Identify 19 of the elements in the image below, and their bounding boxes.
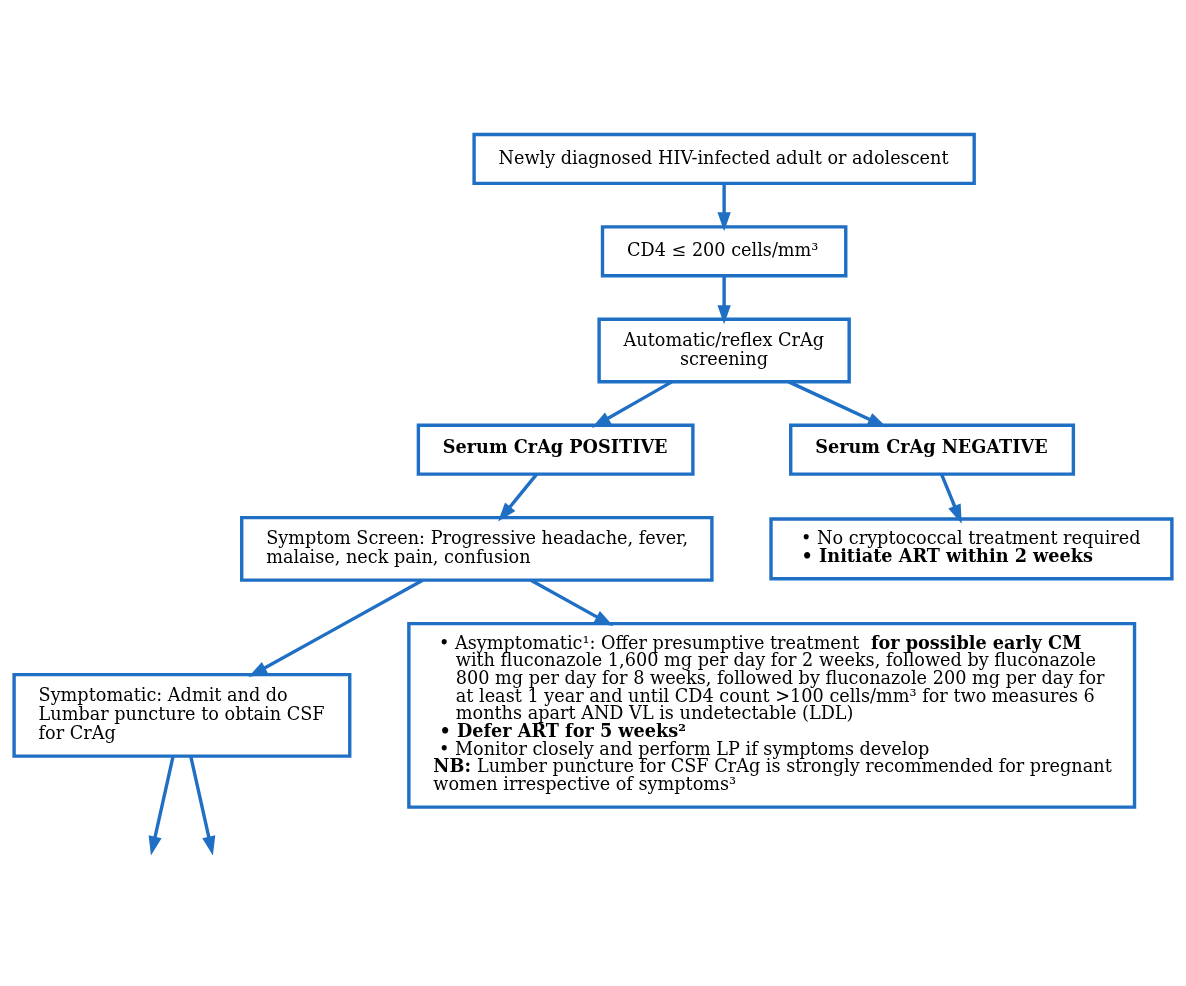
arrow xyxy=(717,276,731,325)
arrow xyxy=(189,755,216,856)
node-box: Symptom Screen: Progressive headache, fever, malaise, neck pain, confusion xyxy=(240,515,714,582)
node-box: Serum CrAg POSITIVE xyxy=(416,423,695,476)
arrow xyxy=(530,578,614,627)
node-box: Automatic/reflex CrAg screening xyxy=(597,317,851,384)
node-box: Serum CrAg NEGATIVE xyxy=(789,423,1076,476)
arrow xyxy=(717,183,731,232)
arrow xyxy=(940,473,962,524)
node-box: • Asymptomatic¹: Offer presumptive treatment for possible early CM with fluconazole 1,600 mg per day for 2 weeks, followed by fluconazole 800 mg per day for 8 weeks, followed by fluconazole 200 mg per day for at least 1 year and until CD4 count >100 cells/mm³ for two measures 6 months apart AND VL is undetectable (LDL) • Defer ART for 5 weeks² • Monitor closely and perform LP if symptoms develop NB: Lumber puncture for CSF CrAg is strongly recommended for pregnant women irrespective of symptoms³ xyxy=(407,621,1137,809)
node-box: Newly diagnosed HIV-infected adult or adolescent xyxy=(472,132,976,186)
node-box: • No cryptococcal treatment required • Initiate ART within 2 weeks xyxy=(769,517,1174,581)
node-box: CD4 ≤ 200 cells/mm³ xyxy=(600,225,848,278)
node-box: Symptomatic: Admit and do Lumbar puncture to obtain CSF for CrAg xyxy=(12,672,352,758)
arrow xyxy=(148,755,175,856)
arrow xyxy=(498,473,538,522)
arrow xyxy=(591,380,673,428)
arrow xyxy=(788,380,887,428)
arrow xyxy=(248,578,424,678)
